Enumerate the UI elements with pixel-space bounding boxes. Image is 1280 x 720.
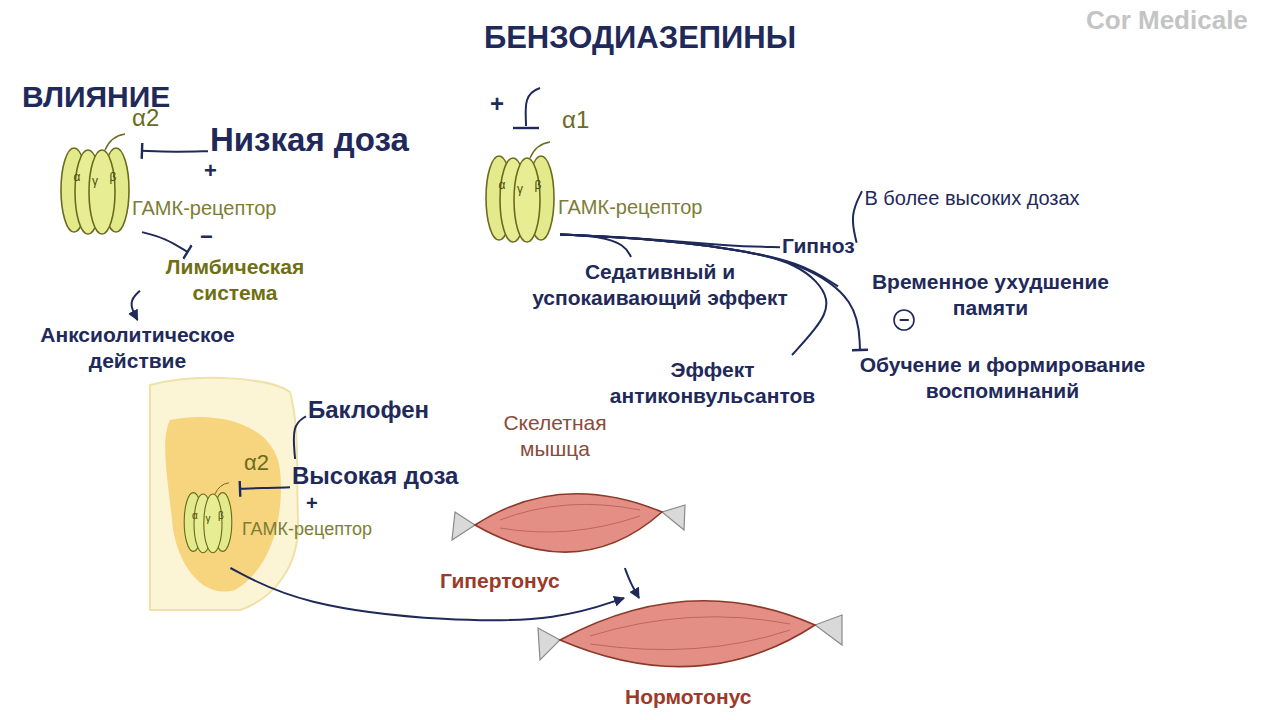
muscle-node: Нормотонус [540,598,840,686]
effect-label: Обучение и формирование воспоминаний [815,350,1190,405]
drug-label: Баклофен [306,393,431,426]
subunit-letter: γ [517,183,523,197]
node-text: Баклофен [308,395,429,424]
connector [625,568,639,598]
subunit-letter: γ [206,513,211,525]
node-text: Гипноз [782,233,855,259]
node-text: В более высоких дозах [864,186,1080,210]
subunit-name: α1 [562,106,589,134]
connector [230,568,624,620]
node-text: Лимбическая система [142,254,328,305]
connector [240,487,290,489]
subunit-letter: α [499,179,506,193]
connector [142,150,208,153]
modulator-line [526,88,540,126]
subunit-name: α2 [244,450,269,475]
node-label: Скелетная мышца [480,410,630,461]
effect-label: Анксиолитическое действие [10,320,265,375]
dose-label: Высокая доза [290,459,460,492]
connector [294,416,306,459]
watermark: Cor Medicale [1086,6,1248,36]
node-label: ГАМК-рецептор [132,196,276,220]
node-text: Анксиолитическое действие [12,322,263,373]
minus-circle [894,310,914,330]
effect-label: Седативный и успокаивающий эффект [515,257,805,312]
node-text: Временное ухудшение памяти [840,269,1141,320]
receptor-node: ГАМК-рецептор [480,140,560,258]
gaba-receptor [486,142,554,242]
node-text: Эффект антиконвульсантов [582,357,843,408]
subunit-letter: β [110,171,117,185]
subunit-letter: β [535,179,542,193]
sign-plus: + [490,90,504,118]
effect-label: Временное ухудшение памяти [838,267,1143,322]
node-text: Высокая доза [292,461,458,490]
gaba-receptor [61,134,129,234]
node-text: Низкая доза [210,120,409,160]
muscle-node: Скелетная мышцаГипертонус [465,478,670,568]
subunit-letter: α [192,510,198,522]
subunit-letter: γ [92,175,98,189]
receptor-node: ГАМК-рецептор [50,128,142,255]
effect-label: Эффект антиконвульсантов [580,355,845,410]
sign-minus: − [899,310,910,331]
node-label: ГАМК-рецептор [558,195,702,219]
connector [142,232,188,252]
note-label: В более высоких дозах [862,184,1082,212]
connector [132,291,140,320]
brain-nucleus [165,417,281,592]
node-label: Гипертонус [440,568,560,594]
node-label: Нормотонус [625,684,751,710]
sign-plus: + [204,158,217,183]
sign-minus: − [200,224,213,249]
skeletal-muscle [452,494,685,552]
subunit-letter: β [218,510,224,522]
node-text: Обучение и формирование воспоминаний [817,352,1188,403]
inhibit-bar [513,127,539,129]
dose-label: Низкая доза [208,118,411,162]
gaba-receptor [184,483,232,553]
sign-plus: + [306,492,318,515]
subunit-name: α2 [132,104,159,132]
node-label: ГАМК-рецептор [242,519,372,541]
brain-region [150,378,298,610]
node-text: Седативный и успокаивающий эффект [517,259,803,310]
subunit-letter: α [74,171,81,185]
effect-label: Гипноз [780,231,857,261]
brain-system: Лимбическая система [140,252,330,307]
